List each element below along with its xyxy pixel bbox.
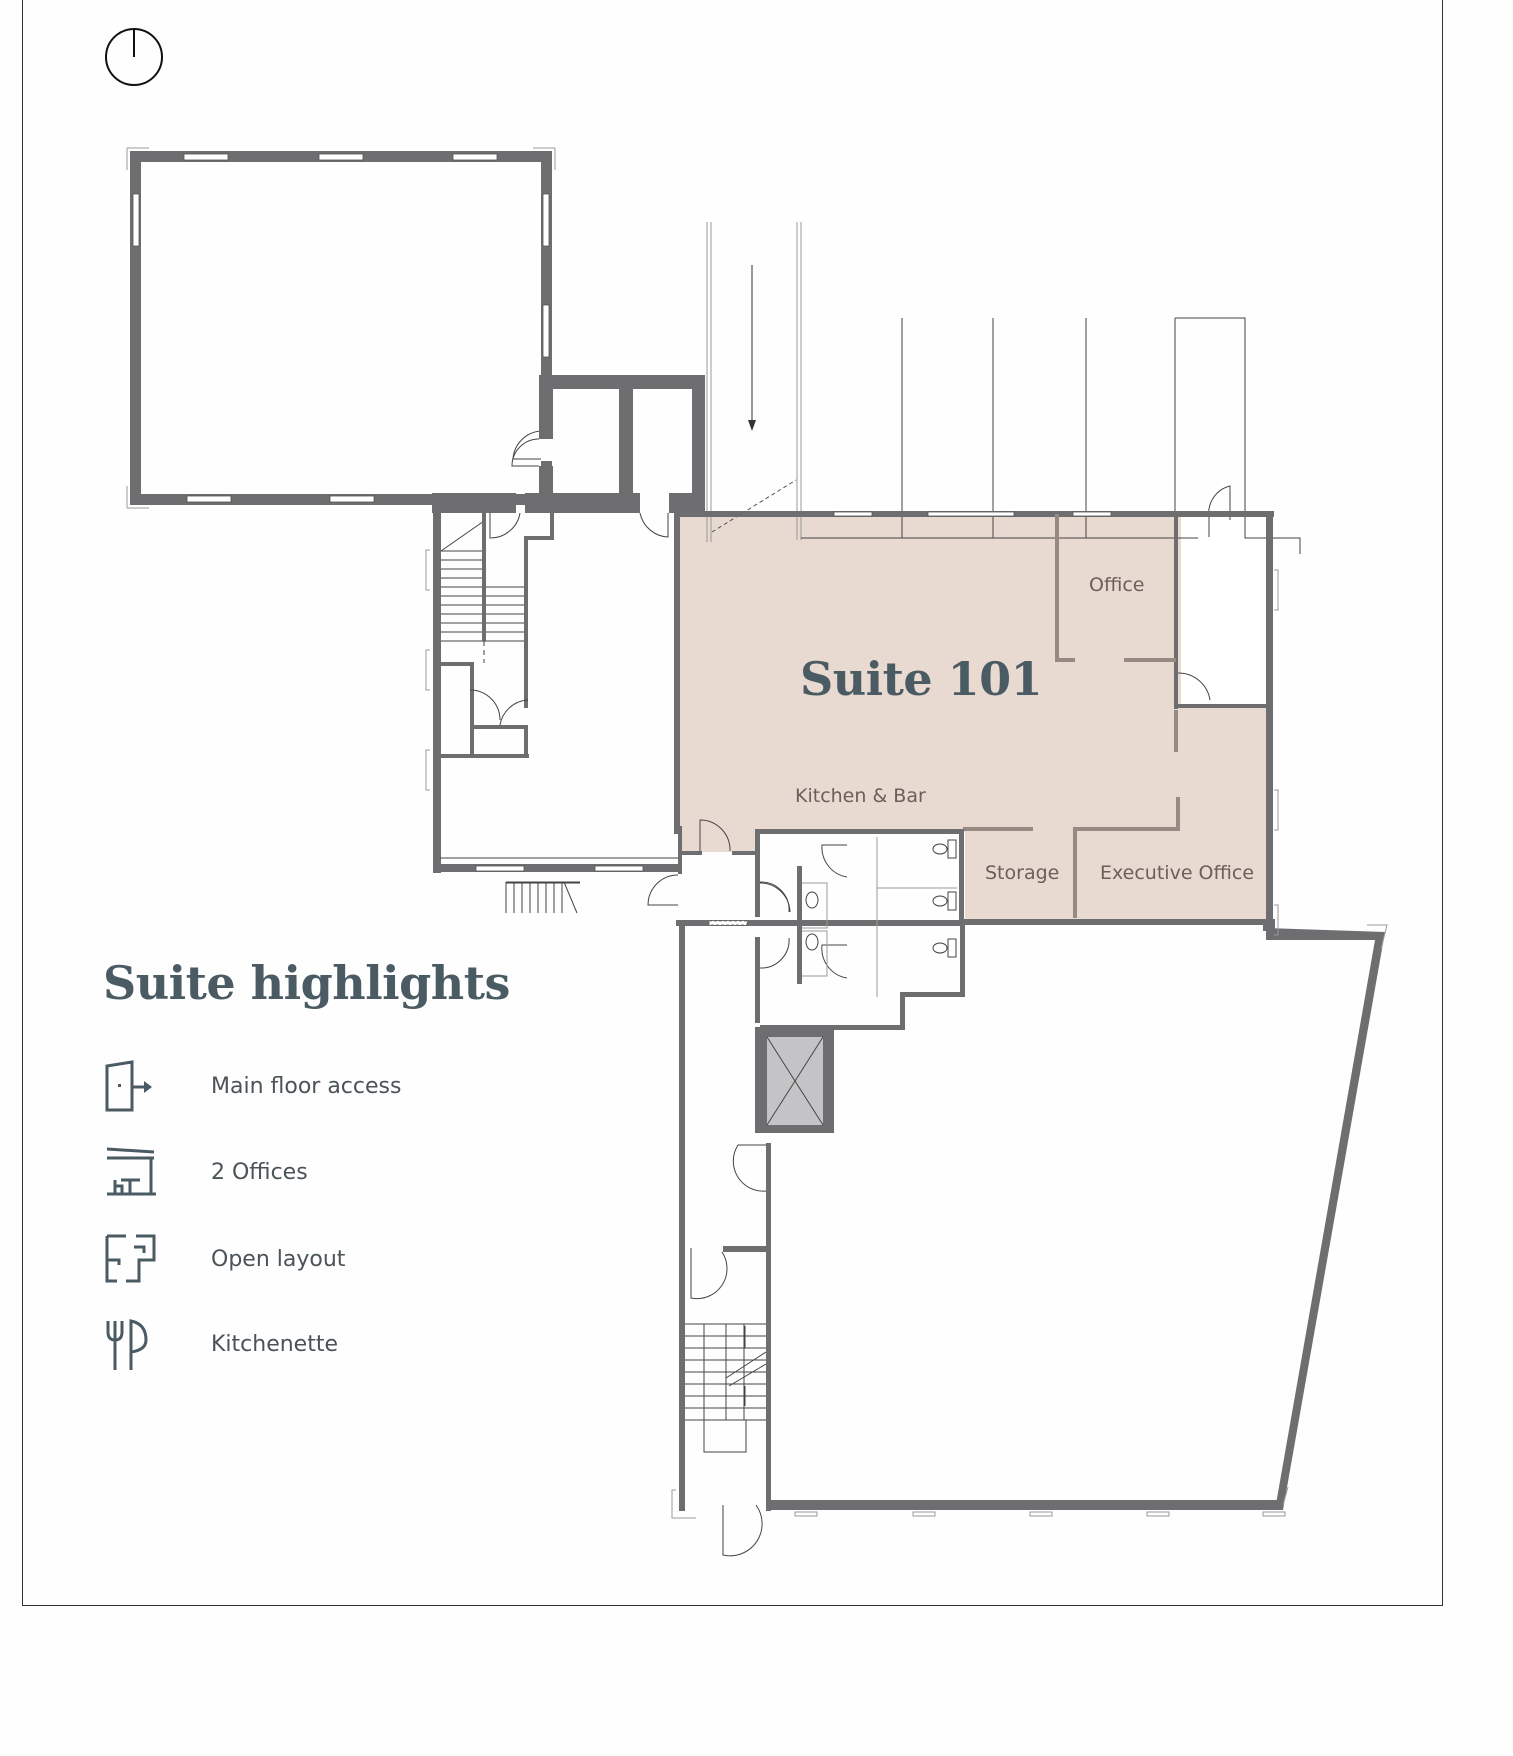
page-frame: [22, 0, 1443, 1606]
door-exit-icon: [105, 1060, 152, 1112]
suite-101-area: [680, 514, 1268, 920]
highlight-label: Open layout: [211, 1246, 346, 1272]
floorplan-icon: [105, 1234, 156, 1283]
elevator: [755, 1027, 834, 1133]
highlight-item: 2 Offices: [104, 1146, 308, 1198]
room-label-kitchen-bar: Kitchen & Bar: [795, 785, 926, 807]
fork-knife-icon: [106, 1319, 148, 1370]
south-stair-corridor: [671, 926, 771, 1557]
room-label-executive-office: Executive Office: [1100, 862, 1255, 884]
building-west: [425, 505, 682, 914]
highlights-title: Suite highlights: [103, 956, 510, 1010]
highlight-label: Main floor access: [211, 1073, 402, 1099]
highlight-item: Main floor access: [104, 1060, 401, 1112]
suite-101-walls: [674, 511, 1275, 931]
highlight-item: Open layout: [104, 1233, 345, 1285]
highlight-label: 2 Offices: [211, 1159, 308, 1185]
building-northwest: [126, 147, 556, 509]
north-arrow-icon: [105, 28, 163, 86]
suite-title: Suite 101: [800, 652, 1043, 706]
highlight-label: Kitchenette: [211, 1331, 339, 1357]
vestibule: [432, 375, 705, 539]
building-southeast: [766, 569, 1388, 1517]
office-desk-icon: [106, 1147, 156, 1196]
parking-area: [706, 222, 1301, 554]
entry-lobby: [647, 819, 791, 926]
room-label-office: Office: [1089, 574, 1145, 596]
highlight-item: Kitchenette: [104, 1318, 338, 1370]
room-label-storage: Storage: [985, 862, 1060, 884]
restroom-core: [676, 829, 965, 1030]
